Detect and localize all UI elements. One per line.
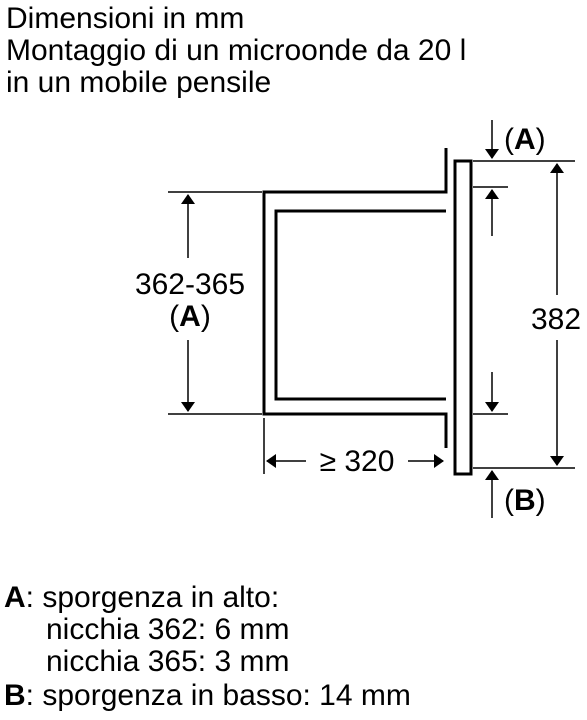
note-a-line-3: nicchia 365: 3 mm bbox=[46, 645, 290, 678]
top-overhang-letter: A bbox=[514, 123, 536, 156]
bottom-overhang-letter: B bbox=[514, 484, 536, 517]
niche-inner-outline bbox=[274, 209, 446, 401]
title-line-2: Montaggio di un microonde da 20 l bbox=[6, 34, 467, 67]
height-label: 362-365 bbox=[135, 268, 245, 301]
bottom-overhang-label: (B) bbox=[504, 484, 546, 517]
height-ref-label: (A) bbox=[169, 300, 211, 333]
note-a-text: : sporgenza in alto: bbox=[25, 581, 280, 614]
title-line-1: Dimensioni in mm bbox=[6, 2, 245, 35]
height-ref-letter: A bbox=[179, 300, 201, 333]
note-b-text: : sporgenza in basso: 14 mm bbox=[25, 679, 411, 712]
note-a-key: A bbox=[4, 581, 26, 614]
title-line-3: in un mobile pensile bbox=[6, 66, 272, 99]
niche-outline bbox=[262, 148, 448, 448]
note-a: A: sporgenza in alto: bbox=[4, 582, 279, 614]
note-b-key: B bbox=[4, 679, 26, 712]
top-overhang-label: (A) bbox=[504, 123, 546, 156]
total-label: 382 bbox=[531, 303, 581, 336]
depth-label: ≥ 320 bbox=[320, 445, 395, 478]
note-b: B: sporgenza in basso: 14 mm bbox=[4, 680, 411, 712]
installation-diagram: 362-365 (A) ≥ 320 382 (A) (B) bbox=[135, 120, 581, 518]
front-panel bbox=[453, 159, 473, 476]
note-a-line-2: nicchia 362: 6 mm bbox=[46, 613, 290, 646]
